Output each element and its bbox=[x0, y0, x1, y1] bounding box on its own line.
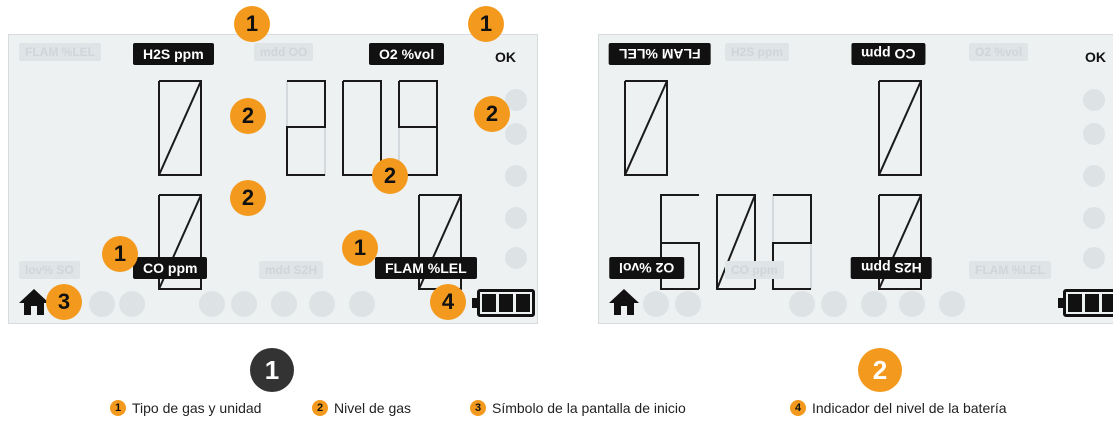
digit-h2s bbox=[158, 80, 202, 176]
pie-icon bbox=[271, 291, 297, 317]
alarm-icon bbox=[505, 89, 527, 111]
ghost-label: mdd S2H bbox=[259, 261, 324, 279]
digit-flam bbox=[624, 80, 668, 176]
pie-icon bbox=[861, 291, 887, 317]
battery-icon bbox=[1058, 289, 1113, 317]
clock-icon bbox=[505, 165, 527, 187]
legend-text: Símbolo de la pantalla de inicio bbox=[492, 400, 686, 416]
tag-o2: O2 %vol bbox=[609, 257, 685, 279]
callout-battery: 4 bbox=[430, 284, 466, 320]
zero-icon bbox=[119, 291, 145, 317]
pie-icon bbox=[1083, 123, 1105, 145]
home-icon bbox=[19, 289, 49, 315]
legend-number-badge: 1 bbox=[110, 400, 126, 416]
home-icon bbox=[609, 289, 639, 315]
bell-icon bbox=[505, 247, 527, 269]
legend-number-badge: 3 bbox=[470, 400, 486, 416]
legend-item: 1 Tipo de gas y unidad bbox=[110, 400, 261, 416]
callout-gas-type: 1 bbox=[468, 6, 504, 42]
tag-h2s: H2S ppm bbox=[851, 257, 932, 279]
zero-icon bbox=[675, 291, 701, 317]
ghost-label: H2S ppm bbox=[725, 43, 790, 61]
pie-icon bbox=[899, 291, 925, 317]
tag-co: CO ppm bbox=[133, 257, 208, 279]
alarm-icon bbox=[1083, 89, 1105, 111]
info-icon bbox=[643, 291, 669, 317]
callout-gas-type: 1 bbox=[342, 230, 378, 266]
calibration-icon bbox=[231, 291, 257, 317]
bell-icon bbox=[1083, 207, 1105, 229]
callout-gas-type: 1 bbox=[102, 236, 138, 272]
legend-item: 3 Símbolo de la pantalla de inicio bbox=[470, 400, 686, 416]
bump-icon bbox=[789, 291, 815, 317]
legend-text: Tipo de gas y unidad bbox=[132, 400, 262, 416]
legend-number-badge: 4 bbox=[790, 400, 806, 416]
callout-gas-level: 2 bbox=[230, 98, 266, 134]
legend: 1 Tipo de gas y unidad 2 Nivel de gas 3 … bbox=[0, 400, 1113, 422]
tag-o2: O2 %vol bbox=[369, 43, 445, 65]
legend-text: Nivel de gas bbox=[334, 400, 412, 416]
callout-gas-level: 2 bbox=[474, 96, 510, 132]
battery-icon bbox=[472, 289, 535, 317]
digit-o2 bbox=[660, 194, 812, 290]
callout-gas-level: 2 bbox=[230, 180, 266, 216]
legend-item: 4 Indicador del nivel de la batería bbox=[790, 400, 1007, 416]
info-icon bbox=[89, 291, 115, 317]
ghost-label: FLAM %LEL bbox=[969, 261, 1051, 279]
clock-icon bbox=[1083, 165, 1105, 187]
callout-gas-type: 1 bbox=[234, 6, 270, 42]
pie-icon bbox=[505, 123, 527, 145]
legend-text: Indicador del nivel de la batería bbox=[812, 400, 1007, 416]
legend-number-badge: 2 bbox=[312, 400, 328, 416]
ghost-label: lov% SO bbox=[19, 261, 80, 279]
bell-icon bbox=[1083, 247, 1105, 269]
calibration-icon bbox=[821, 291, 847, 317]
bump-icon bbox=[199, 291, 225, 317]
status-ok: OK bbox=[495, 49, 516, 65]
pie-icon bbox=[309, 291, 335, 317]
tag-flam: FLAM %LEL bbox=[375, 257, 477, 279]
ghost-label: mdd OO bbox=[254, 43, 314, 61]
person-icon bbox=[939, 291, 965, 317]
digit-co bbox=[878, 80, 922, 176]
tag-h2s: H2S ppm bbox=[133, 43, 214, 65]
ghost-label: CO ppm bbox=[725, 261, 784, 279]
ghost-label: O2 %vol bbox=[969, 43, 1029, 61]
figure-label-1: 1 bbox=[250, 348, 294, 392]
lcd-display-normal: FLAM %LEL H2S ppm mdd OO O2 %vol OK lov%… bbox=[8, 34, 538, 324]
bell-icon bbox=[505, 207, 527, 229]
figure-label-2: 2 bbox=[858, 348, 902, 392]
person-icon bbox=[349, 291, 375, 317]
callout-home: 3 bbox=[46, 284, 82, 320]
status-ok: OK bbox=[1085, 49, 1106, 65]
callout-gas-level: 2 bbox=[372, 158, 408, 194]
lcd-display-inverted: FLAM %LEL H2S ppm CO ppm O2 %vol OK bbox=[598, 34, 1113, 324]
legend-item: 2 Nivel de gas bbox=[312, 400, 411, 416]
ghost-label: FLAM %LEL bbox=[19, 43, 101, 61]
tag-co: CO ppm bbox=[851, 43, 926, 65]
tag-flam: FLAM %LEL bbox=[609, 43, 711, 65]
